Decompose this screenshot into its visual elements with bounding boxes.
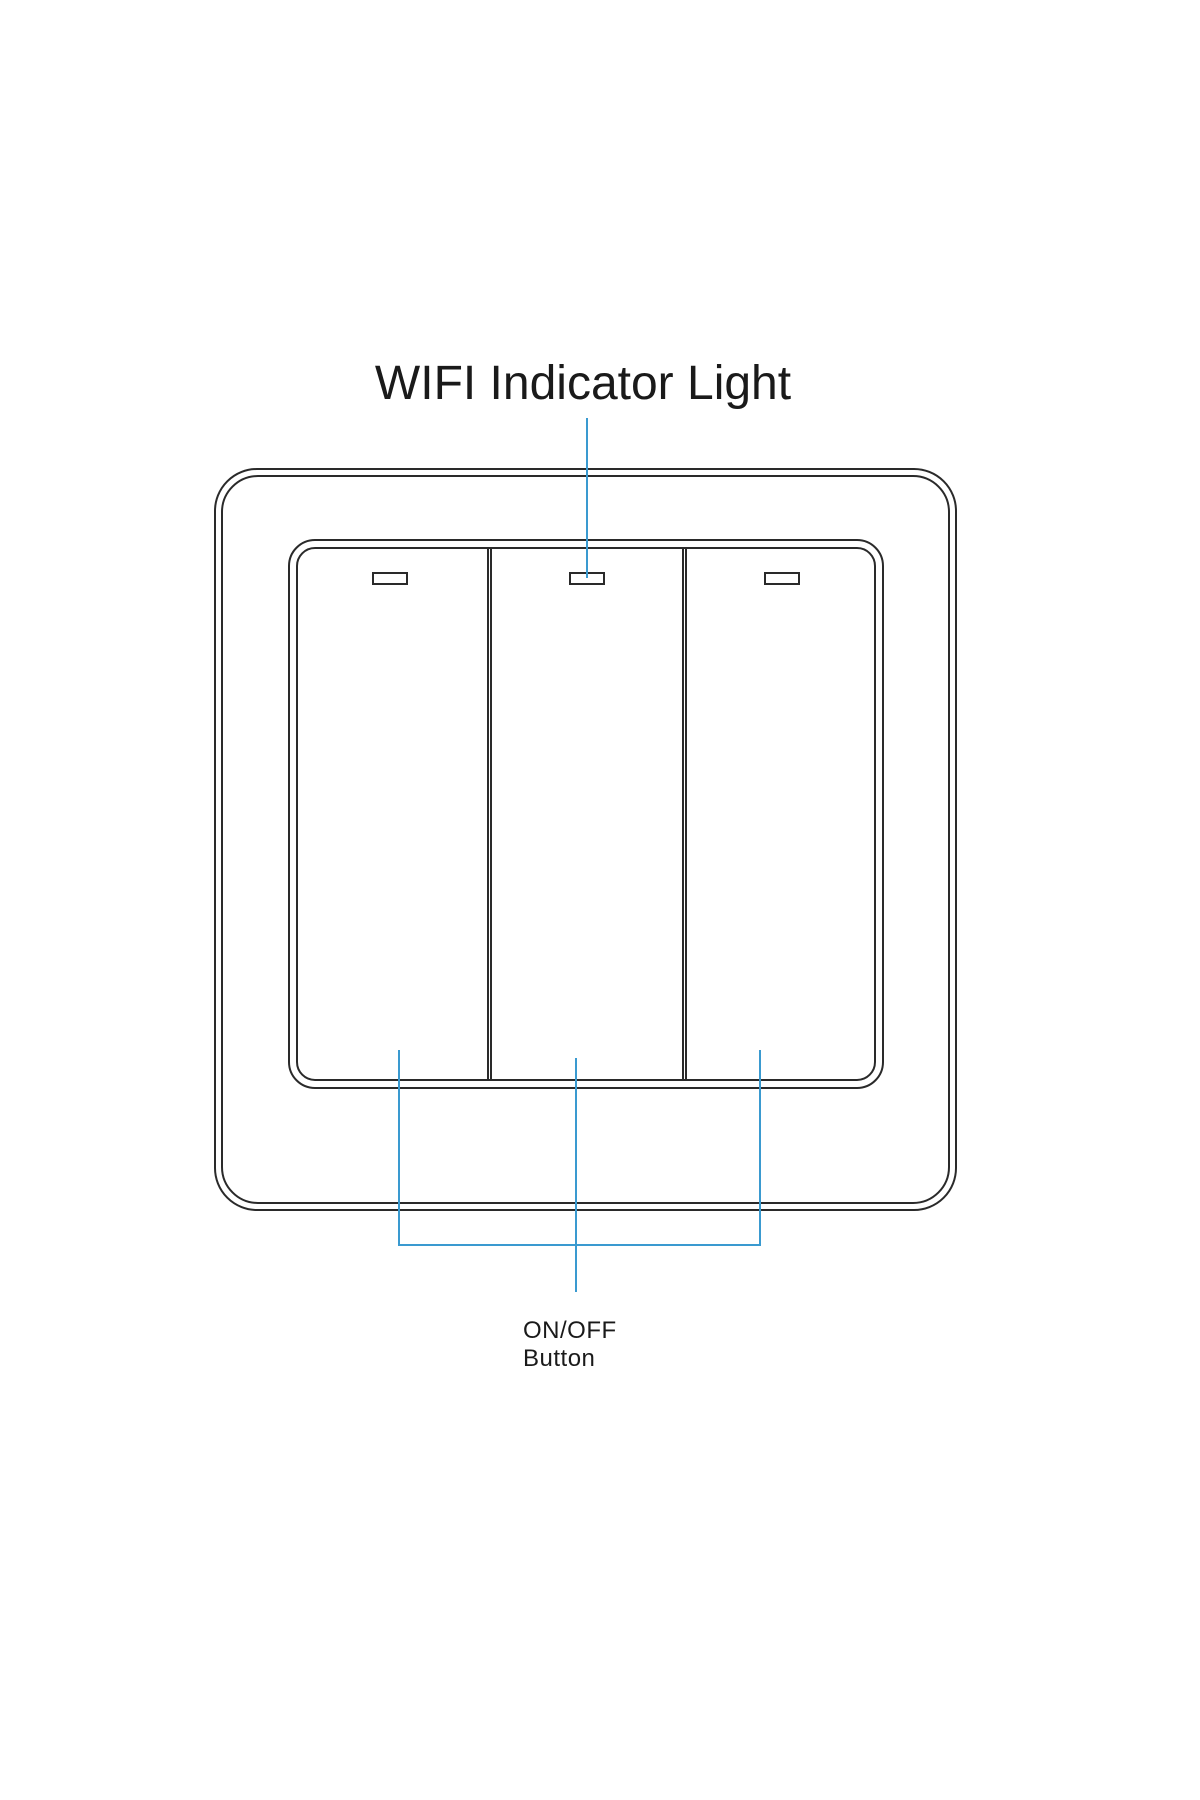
onoff-leader-lines	[398, 1050, 761, 1292]
outer-frame	[214, 468, 957, 1211]
button-dividers	[487, 548, 687, 1080]
onoff-button-right[interactable]	[687, 549, 874, 1079]
onoff-label-line1: ON/OFF	[523, 1317, 617, 1344]
onoff-label-line2: Button	[523, 1345, 595, 1372]
indicator-light-left	[372, 572, 408, 585]
indicator-light-right	[764, 572, 800, 585]
onoff-button-left[interactable]	[298, 549, 487, 1079]
onoff-button-middle[interactable]	[492, 549, 682, 1079]
wifi-indicator-label: WIFI Indicator Light	[375, 357, 791, 410]
